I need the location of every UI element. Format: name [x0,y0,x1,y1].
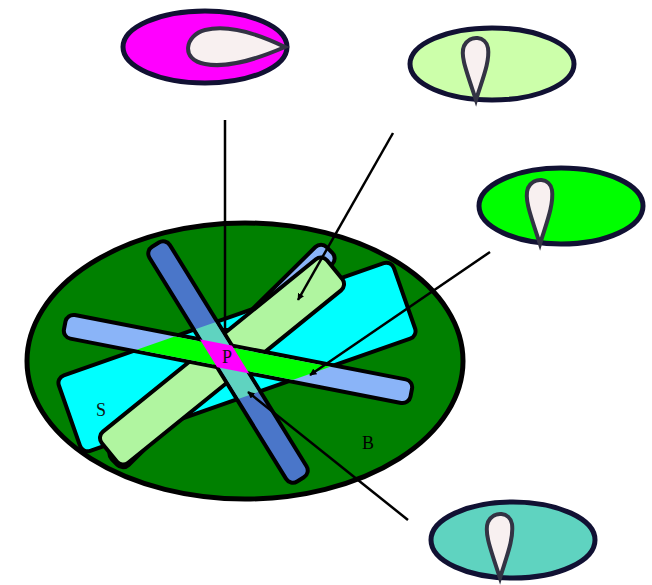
green-inset [479,168,643,244]
region-label: B [362,434,374,452]
region-label: S [96,401,106,419]
leader-arrow [224,120,227,334]
outer-region [27,223,463,499]
teal-intersection [147,239,309,484]
region-label: P [222,348,232,366]
light-green-inset [410,28,574,100]
leader-arrow [310,252,490,375]
leader-arrow [248,392,408,520]
magenta-inset [123,11,287,83]
teal-inset [431,502,595,578]
leader-arrow [298,133,393,300]
